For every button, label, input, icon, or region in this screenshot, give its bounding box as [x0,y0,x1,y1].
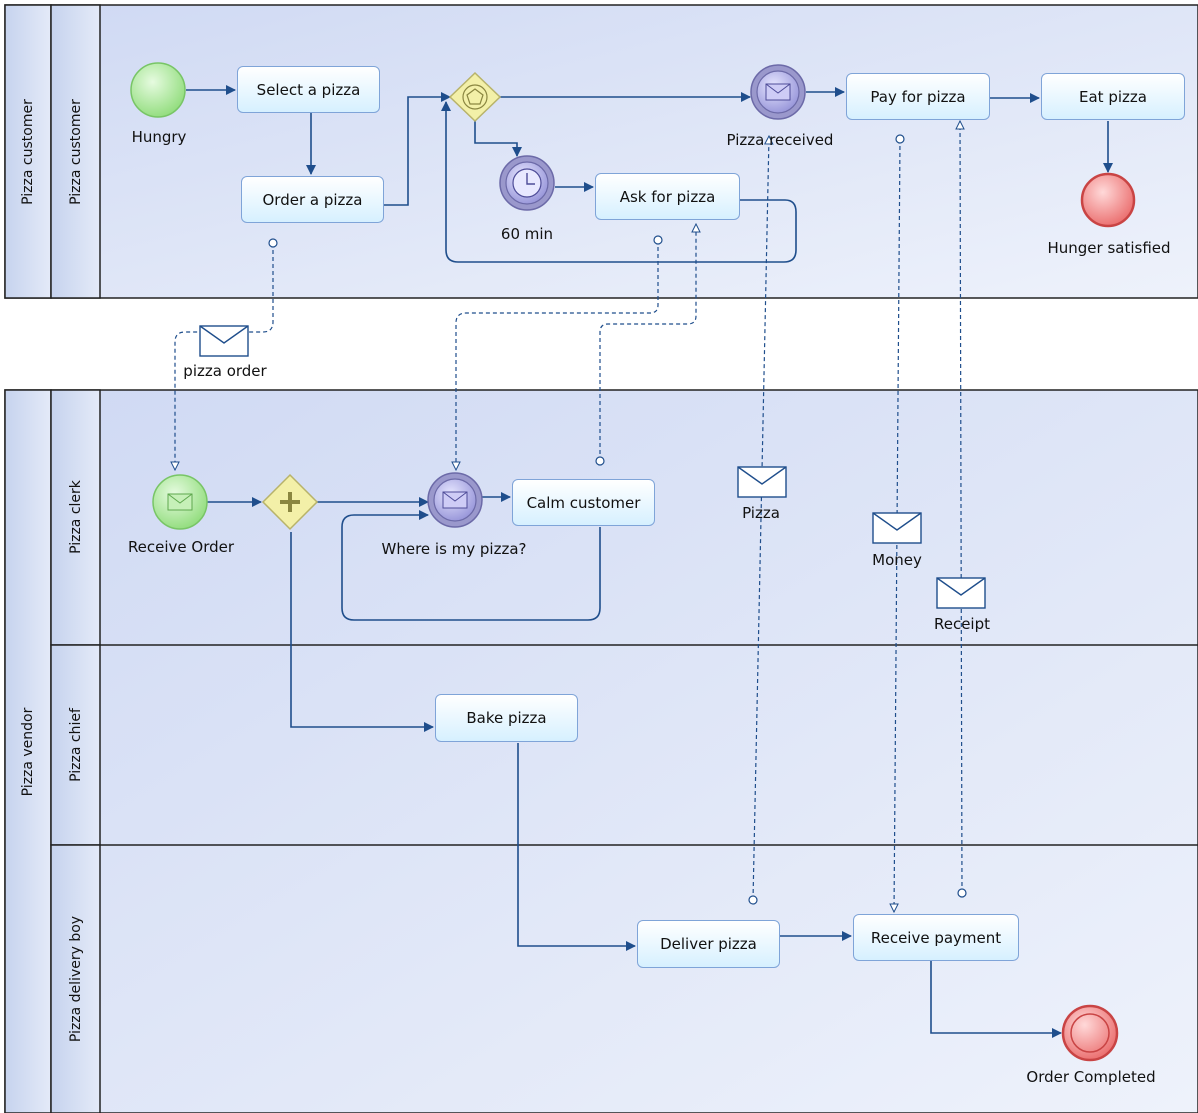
ask-for-pizza-task[interactable]: Ask for pizza [595,173,740,220]
hunger-satisfied-label: Hunger satisfied [1047,239,1171,257]
receipt-label: Receipt [933,615,991,633]
event-based-gateway [448,71,502,123]
order-pizza-task[interactable]: Order a pizza [241,176,384,223]
pizza-order-envelope-icon [199,325,249,357]
select-pizza-task[interactable]: Select a pizza [237,66,380,113]
sequence-flows [186,85,1113,1038]
hungry-start-event [130,62,186,118]
hunger-satisfied-end-event [1080,172,1136,228]
pizza-received-label: Pizza received [726,131,834,149]
receive-payment-task[interactable]: Receive payment [853,914,1019,961]
where-is-my-pizza-message-event [427,472,483,528]
where-is-my-pizza-label: Where is my pizza? [381,540,527,558]
timer-label: 60 min [500,225,554,243]
pool-customer [4,4,1198,299]
receive-order-start-event [152,474,208,530]
hungry-label: Hungry [131,128,187,146]
pizza-order-label: pizza order [183,362,267,380]
pool-label-vendor: Pizza vendor [20,707,36,797]
money-label: Money [872,551,922,569]
receive-order-label: Receive Order [127,538,235,556]
pizza-message-label: Pizza [742,504,780,522]
lane-label-delivery: Pizza delivery boy [68,915,84,1043]
lane-label-chief: Pizza chief [68,708,84,782]
pizza-envelope-icon [737,466,787,498]
lane-label-customer: Pizza customer [68,99,84,205]
receipt-envelope-icon [936,577,986,609]
pay-for-pizza-task[interactable]: Pay for pizza [846,73,990,120]
pentagon-icon [466,88,484,105]
order-completed-label: Order Completed [1026,1068,1156,1086]
eat-pizza-task[interactable]: Eat pizza [1041,73,1185,120]
lane-label-clerk: Pizza clerk [68,480,84,554]
calm-customer-task[interactable]: Calm customer [512,479,655,526]
timer-event [499,155,555,211]
order-completed-end-event [1061,1004,1119,1062]
pool-label-customer: Pizza customer [20,99,36,205]
deliver-pizza-task[interactable]: Deliver pizza [637,920,780,968]
parallel-gateway [261,473,319,531]
bake-pizza-task[interactable]: Bake pizza [435,694,578,742]
money-envelope-icon [872,512,922,544]
pizza-received-message-event [750,64,806,120]
